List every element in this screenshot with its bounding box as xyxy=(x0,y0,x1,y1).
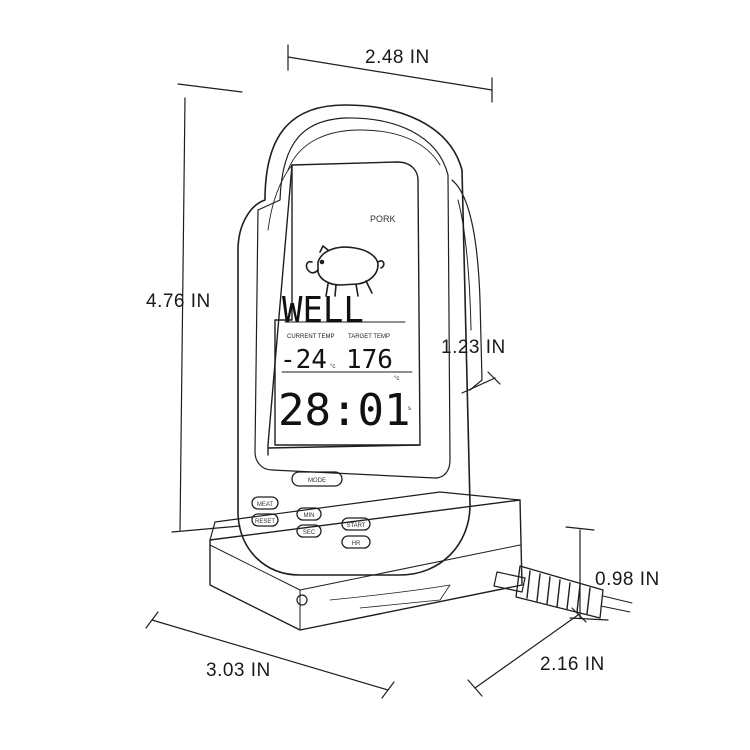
doneness-text: WELL xyxy=(282,290,364,331)
sec-button[interactable]: SEC xyxy=(296,524,322,538)
sec-button-label: SEC xyxy=(303,530,316,536)
mode-button[interactable]: MODE xyxy=(291,471,343,487)
lcd-screen: PORK WELL CURRENT TEMP TARGET TEMP -24 °… xyxy=(267,161,421,456)
min-button[interactable]: MIN xyxy=(296,507,322,521)
target-temp-unit: °c xyxy=(394,376,399,382)
base-width-label: 3.03 IN xyxy=(206,660,271,681)
dimension-lines xyxy=(145,44,609,699)
current-temp-label: CURRENT TEMP xyxy=(287,334,334,340)
current-temp-value: -24 xyxy=(280,345,327,375)
thermometer-body xyxy=(237,104,483,576)
hr-button-label: HR xyxy=(352,541,361,547)
timer-value: 28:01 xyxy=(278,385,410,436)
meat-type-label: PORK xyxy=(370,214,396,224)
top-width-label: 2.48 IN xyxy=(365,47,430,68)
mode-button-label: MODE xyxy=(308,478,326,484)
meat-button[interactable]: MEAT xyxy=(251,496,279,510)
current-temp-unit: °c xyxy=(330,364,335,370)
base-indicator-led xyxy=(296,594,308,606)
hr-button[interactable]: HR xyxy=(341,535,371,549)
target-temp-label: TARGET TEMP xyxy=(348,334,390,340)
base-depth-label: 2.16 IN xyxy=(540,654,605,675)
charging-base xyxy=(209,491,523,631)
pig-icon xyxy=(305,245,385,297)
screen-depth-label: 1.23 IN xyxy=(441,337,506,358)
min-button-label: MIN xyxy=(304,513,315,519)
probe-connector xyxy=(493,565,633,619)
button-panel: MODE MEAT RESET MIN SEC START HR xyxy=(251,471,371,549)
height-label: 4.76 IN xyxy=(146,291,211,312)
meat-button-label: MEAT xyxy=(257,502,274,508)
timer-unit: s xyxy=(408,406,411,412)
start-button-label: START xyxy=(346,523,365,529)
reset-button-label: RESET xyxy=(255,519,275,525)
reset-button[interactable]: RESET xyxy=(251,513,279,527)
probe-height-label: 0.98 IN xyxy=(595,569,660,590)
target-temp-value: 176 xyxy=(346,345,393,375)
start-button[interactable]: START xyxy=(341,517,371,531)
